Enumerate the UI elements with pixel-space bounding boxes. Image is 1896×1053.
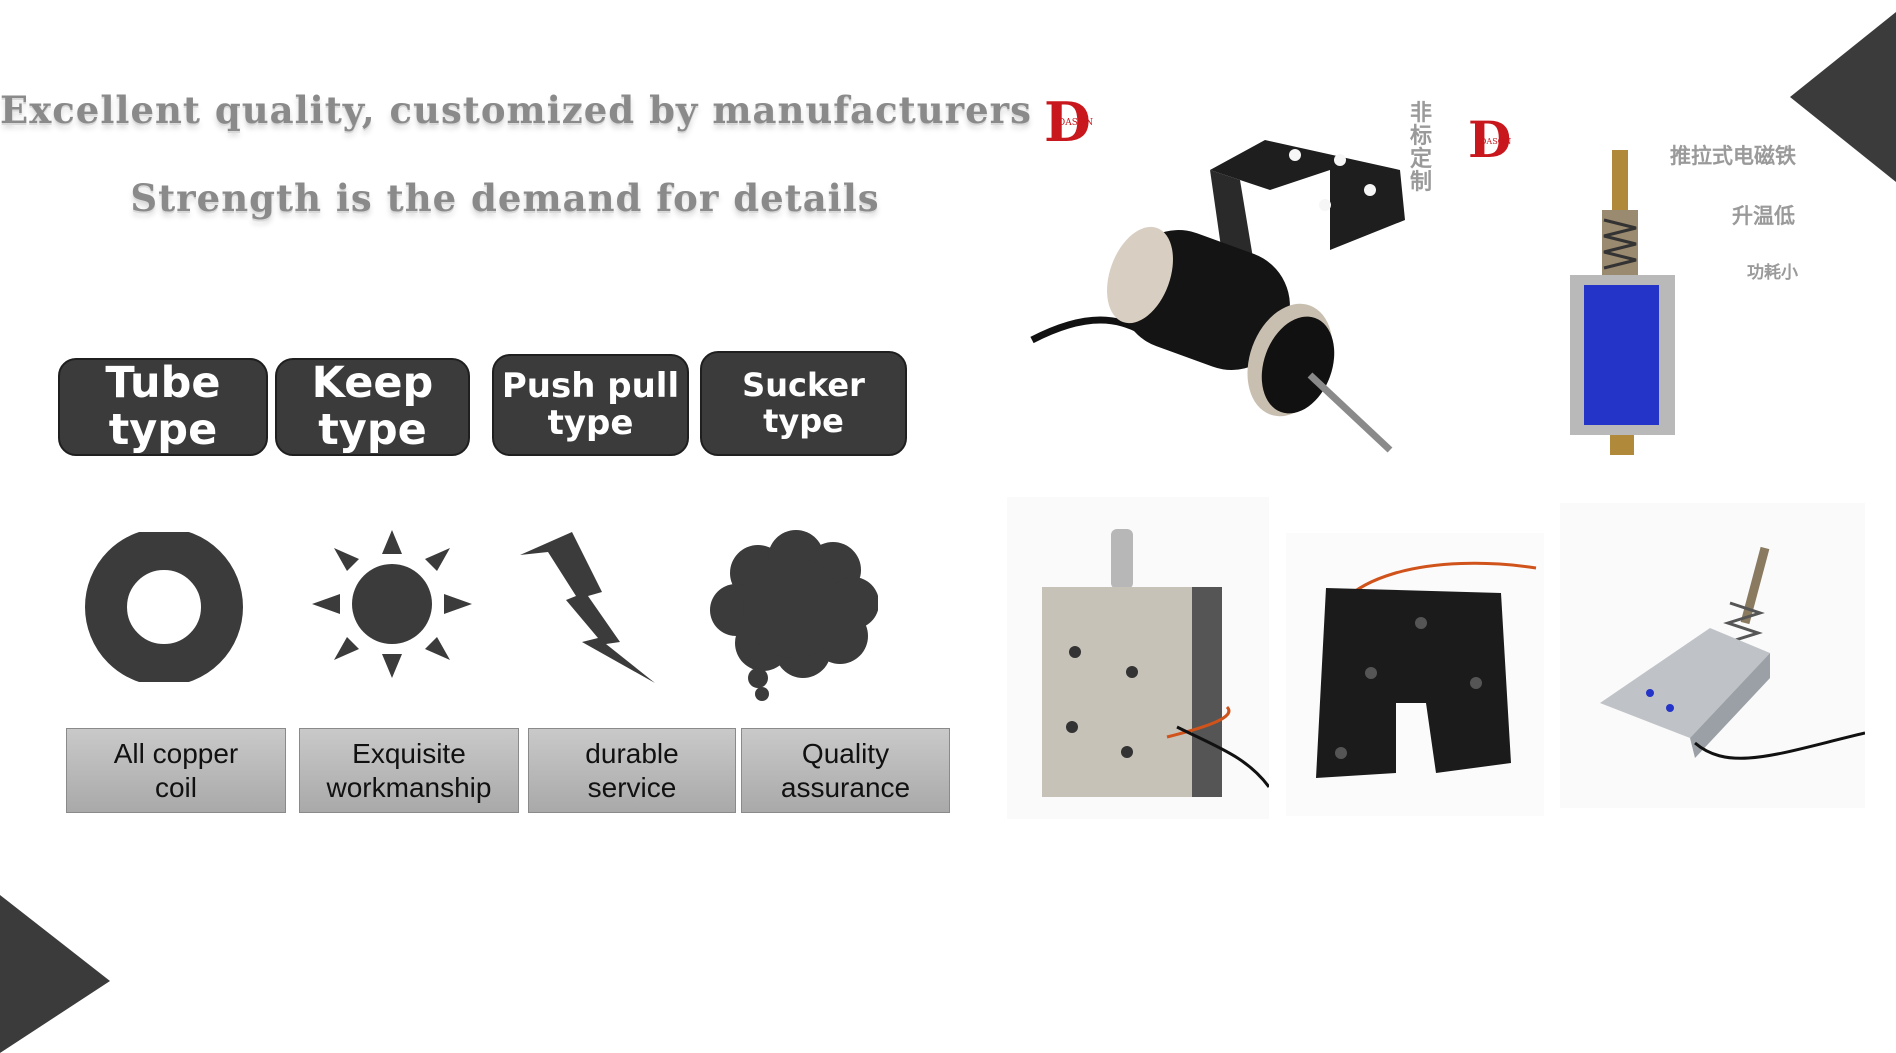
ring-icon: [85, 532, 243, 682]
headline-line-1: Excellent quality, customized by manufac…: [0, 88, 1033, 132]
feature-label: durable: [585, 737, 679, 769]
feature-label: service: [587, 771, 677, 803]
corner-triangle-bottom-left: [0, 895, 110, 1053]
type-pill-label: type: [108, 405, 218, 455]
product-image-lock-solenoid: [1286, 533, 1544, 816]
push-pull-illustration: [1570, 150, 1675, 455]
cn-label-low-power: 功耗小: [1747, 263, 1798, 283]
brand-logo-name: DASON: [1058, 118, 1094, 128]
product-image-open-frame-solenoid: [1560, 503, 1865, 808]
sun-icon: [312, 530, 472, 678]
cn-label-low-temp: 升温低: [1732, 204, 1795, 228]
lightning-icon: [520, 532, 655, 683]
type-pill-label: Keep: [311, 357, 434, 408]
type-pill-label: Push pull: [501, 365, 680, 406]
cn-label-custom: 非标定制: [1410, 101, 1433, 196]
type-pill-label: type: [763, 401, 844, 440]
brand-logo: D: [1468, 110, 1512, 169]
brand-logo: D: [1044, 90, 1091, 154]
feature-label: Exquisite: [352, 737, 466, 769]
lock-solenoid-illustration: [1286, 533, 1544, 816]
feature-label: assurance: [780, 771, 911, 803]
headline-line-2: Strength is the demand for details: [130, 176, 880, 220]
frame-solenoid-illustration: [1007, 497, 1269, 819]
type-pill-label: type: [318, 405, 427, 455]
type-pill-label: Sucker: [742, 366, 865, 405]
product-image-frame-solenoid: [1007, 497, 1269, 819]
feature-label: Quality: [801, 737, 890, 769]
type-pill-label: Tube: [105, 357, 221, 408]
tube-solenoid-illustration: [1030, 140, 1405, 453]
feature-label: coil: [154, 771, 197, 803]
cloud-icon: [710, 530, 878, 701]
feature-label: All copper: [113, 737, 239, 769]
cn-label-push-pull: 推拉式电磁铁: [1670, 144, 1796, 168]
type-pill-label: type: [547, 403, 634, 443]
feature-label: workmanship: [326, 771, 492, 803]
brand-logo-name: DASON: [1480, 137, 1512, 146]
open-frame-illustration: [1560, 503, 1865, 808]
product-image-tube-solenoid: D DASON 非标定制: [1030, 90, 1450, 460]
corner-triangle-top-right: [1790, 12, 1896, 182]
product-image-push-pull-solenoid: D DASON 推拉式电磁铁 升温低 功耗小: [1460, 110, 1820, 460]
